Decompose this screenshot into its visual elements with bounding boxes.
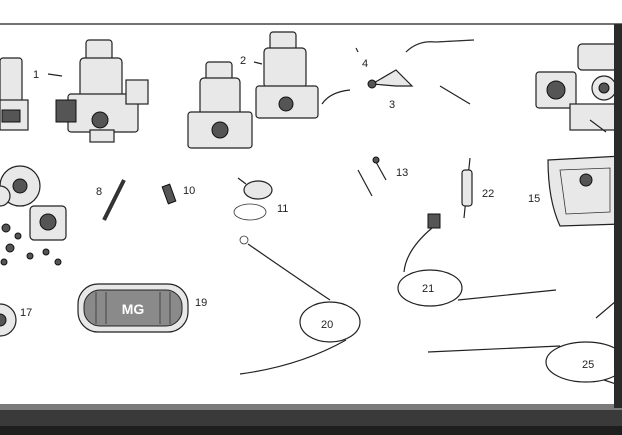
callout-8: 8 [96,186,102,198]
carburettor-pair-2 [187,31,319,149]
carburettor-pair-1 [0,39,149,143]
callout-15: 15 [528,193,540,205]
callout-19: 19 [195,297,207,309]
callout-3: 3 [389,99,395,111]
filter-emblem: MG [122,301,145,317]
part-15-cover [547,155,622,227]
callout-11: 11 [277,203,288,215]
part-20-cable [239,235,361,375]
callout-20: 20 [321,319,333,331]
callout-2: 2 [240,55,246,67]
callout-1: 1 [33,69,39,81]
part-19-air-filter: MG [77,283,189,333]
bottom-frame [0,404,622,435]
part-25-cable [427,295,622,387]
top-margin [0,0,622,24]
part-13-screws [357,156,387,197]
part-17-disc [0,303,17,337]
part-8-needle [102,179,126,221]
hose-set [321,39,475,105]
right-frame [614,24,622,408]
part-21-cable [397,213,557,307]
callout-21: 21 [422,283,434,295]
gasket-kit [0,165,67,266]
part-10-jet [161,183,177,205]
callout-4: 4 [362,58,368,70]
callout-25: 25 [582,359,594,371]
callout-10: 10 [183,185,195,197]
callout-13: 13 [396,167,408,179]
part-11-float-lid [233,177,273,221]
carburettor-assembly-right [535,43,622,133]
callout-22: 22 [482,188,494,200]
callout-17: 17 [20,307,32,319]
part-22-spring [461,157,473,219]
